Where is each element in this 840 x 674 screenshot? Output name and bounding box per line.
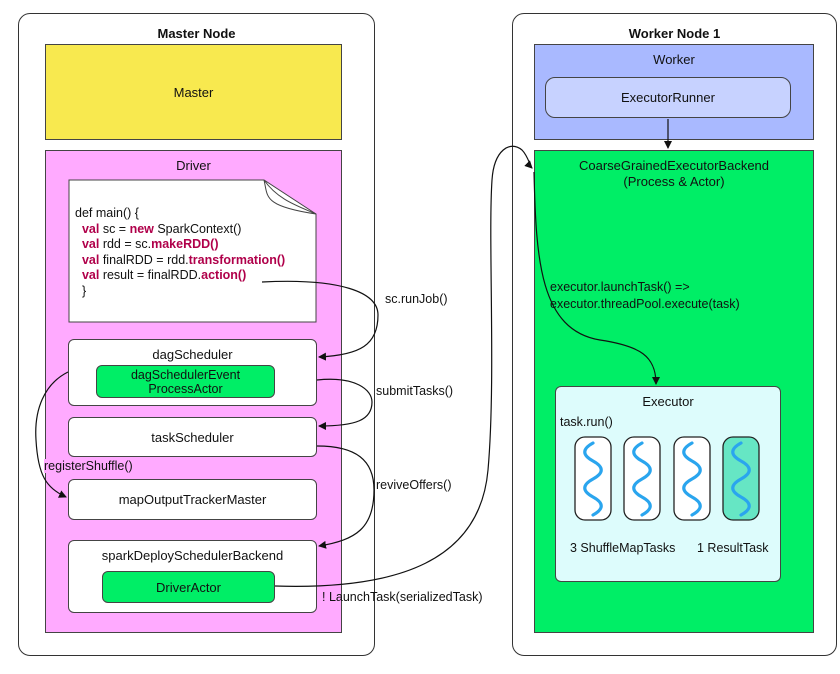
worker-label: Worker bbox=[653, 52, 695, 67]
code-line-4: val finalRDD = rdd.transformation() bbox=[81, 252, 286, 267]
master-box: Master bbox=[45, 44, 342, 140]
code-line-2: val sc = new SparkContext() bbox=[81, 221, 242, 236]
task-run-label: task.run() bbox=[560, 415, 613, 429]
code-snippet: def main() { val sc = new SparkContext()… bbox=[75, 206, 285, 299]
worker-node-title: Worker Node 1 bbox=[628, 26, 721, 41]
driver-title: Driver bbox=[176, 158, 211, 173]
executor-backend-line-2: (Process & Actor) bbox=[623, 174, 725, 189]
master-node-title: Master Node bbox=[157, 26, 236, 41]
launch-line-2: executor.threadPool.execute(task) bbox=[550, 297, 740, 311]
executor-runner-box: ExecutorRunner bbox=[545, 77, 791, 118]
code-line-1: def main() { bbox=[75, 206, 139, 220]
run-job-label: sc.runJob() bbox=[385, 292, 448, 306]
launch-task-text: executor.launchTask() => executor.thread… bbox=[550, 279, 740, 313]
dag-actor-line-2: ProcessActor bbox=[148, 381, 223, 396]
dag-scheduler-label: dagScheduler bbox=[152, 347, 233, 362]
dag-scheduler-event-actor: dagSchedulerEvent ProcessActor bbox=[96, 365, 275, 398]
launch-task-message-label: ! LaunchTask(serializedTask) bbox=[322, 590, 483, 604]
submit-tasks-label: submitTasks() bbox=[376, 384, 454, 398]
scheduler-backend-label: sparkDeploySchedulerBackend bbox=[101, 548, 284, 563]
shuffle-map-tasks-caption: 3 ShuffleMapTasks bbox=[570, 541, 676, 555]
register-shuffle-label: registerShuffle() bbox=[44, 459, 133, 473]
executor-backend-title: CoarseGrainedExecutorBackend (Process & … bbox=[535, 158, 813, 190]
code-line-3: val rdd = sc.makeRDD() bbox=[81, 237, 219, 251]
code-line-6: } bbox=[81, 283, 87, 298]
revive-offers-label: reviveOffers() bbox=[376, 478, 452, 492]
task-scheduler-label: taskScheduler bbox=[151, 429, 234, 445]
launch-line-1: executor.launchTask() => bbox=[550, 280, 690, 294]
map-output-tracker-label: mapOutputTrackerMaster bbox=[118, 492, 267, 507]
master-label: Master bbox=[173, 84, 214, 100]
map-output-tracker-box: mapOutputTrackerMaster bbox=[68, 479, 317, 520]
driver-actor-label: DriverActor bbox=[155, 579, 221, 595]
result-task-caption: 1 ResultTask bbox=[697, 541, 769, 555]
code-line-5: val result = finalRDD.action() bbox=[81, 268, 247, 282]
executor-title: Executor bbox=[642, 394, 694, 409]
task-scheduler-box: taskScheduler bbox=[68, 417, 317, 457]
driver-actor-box: DriverActor bbox=[102, 571, 275, 603]
dag-actor-line-1: dagSchedulerEvent bbox=[130, 367, 241, 382]
executor-runner-label: ExecutorRunner bbox=[621, 90, 715, 105]
executor-backend-line-1: CoarseGrainedExecutorBackend bbox=[578, 158, 770, 173]
